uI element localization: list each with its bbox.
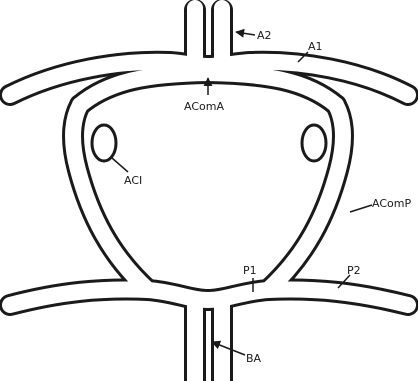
label-a1: A1 xyxy=(308,40,323,53)
acomp-leader xyxy=(350,205,372,212)
label-ba: BA xyxy=(246,352,262,365)
aci-leader xyxy=(112,158,128,172)
label-acomp: AComP xyxy=(372,197,411,210)
a2-leader xyxy=(236,32,255,35)
aci-rings xyxy=(92,125,326,161)
label-p2: P2 xyxy=(347,264,361,277)
label-a2: A2 xyxy=(257,29,272,42)
label-acoma: AComA xyxy=(184,100,224,113)
label-p1: P1 xyxy=(243,264,257,277)
aci-left-ring xyxy=(92,125,116,161)
label-aci: ACI xyxy=(124,174,142,187)
aci-right-ring xyxy=(302,125,326,161)
